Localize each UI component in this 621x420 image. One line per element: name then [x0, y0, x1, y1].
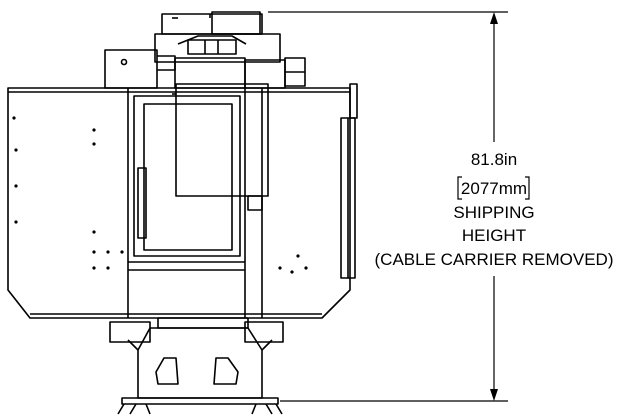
bracket-right	[525, 176, 530, 200]
dimension-title-line1: SHIPPING	[453, 203, 534, 222]
fastener-dots	[12, 116, 308, 274]
spindle-head-top	[154, 11, 281, 63]
dimension-title-line2: HEIGHT	[462, 226, 526, 245]
dimension-millimeters: 2077mm	[461, 179, 527, 198]
dimension-inches: 81.8in	[471, 150, 517, 169]
arrowhead-bottom	[490, 389, 498, 401]
height-dimension	[268, 11, 530, 402]
dimension-note: (CABLE CARRIER REMOVED)	[375, 250, 614, 269]
machine-base	[109, 317, 284, 415]
main-enclosure	[7, 83, 356, 319]
bracket-left	[457, 176, 462, 200]
machine-outline	[7, 11, 358, 415]
arrowhead-top	[490, 12, 498, 24]
dimension-label: 81.8in 2077mm SHIPPING HEIGHT (CABLE CAR…	[375, 150, 614, 269]
